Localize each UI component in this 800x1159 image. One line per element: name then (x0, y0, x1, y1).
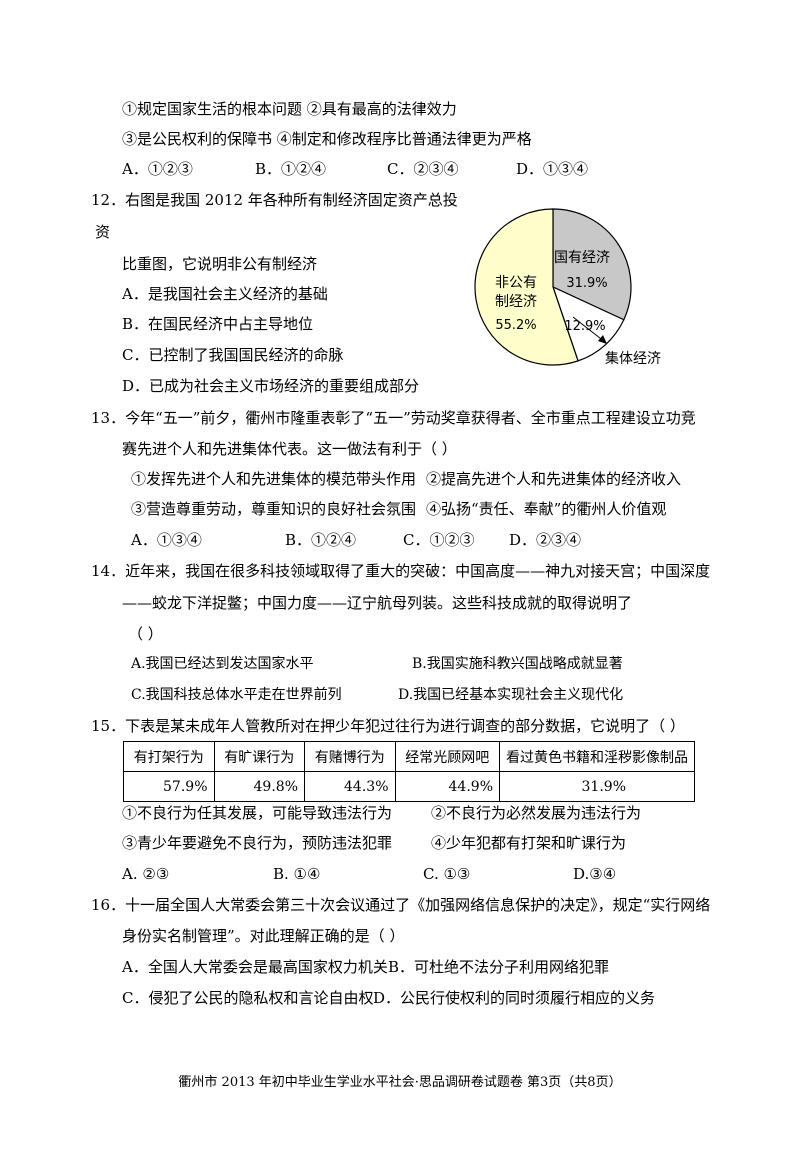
leader-line (572, 316, 606, 343)
q15-item-1: ①不良行为任其发展，可能导致违法行为 (122, 804, 393, 822)
q14-option-a: A.我国已经达到发达国家水平 (131, 656, 314, 672)
pie-slice (551, 285, 625, 362)
table-value-row: 57.9% 49.8% 44.3% 44.9% 31.9% (123, 771, 695, 802)
table-cell: 57.9% (123, 771, 215, 802)
q16-option-c: C．侵犯了公民的隐私权和言论自由权 (122, 989, 374, 1007)
slice-value: 55.2% (495, 318, 536, 333)
q15-item-3: ③青少年要避免不良行为，预防违法犯罪 (122, 834, 393, 852)
q16-stem-line2: 身份实名制管理”。对此理解正确的是（ ） (122, 927, 405, 945)
q12-stem-line3: 比重图，它说明非公有制经济 (122, 255, 318, 273)
q16-option-d: D．公民行使权利的同时须履行相应的义务 (373, 989, 656, 1007)
q13-item-1: ①发挥先进个人和先进集体的模范带头作用 (131, 470, 417, 488)
q15-stem: 15．下表是某未成年人管教所对在押少年犯过往行为进行调查的部分数据，它说明了（ … (91, 717, 685, 735)
q11-option-a: A．①②③ (122, 160, 193, 178)
q12-option-b: B．在国民经济中占主导地位 (122, 315, 314, 333)
q15-item-2: ②不良行为必然发展为违法行为 (431, 804, 642, 822)
q13-stem-line1: 13．今年“五一”前夕，衢州市隆重表彰了“五一”劳动奖章获得者、全市重点工程建设… (91, 409, 696, 427)
q15-option-d: D.③④ (573, 865, 617, 883)
q13-option-d: D．②③④ (509, 531, 582, 549)
q11-statements-line2: ③是公民权利的保障书 ④制定和修改程序比普通法律更为严格 (122, 130, 532, 148)
q14-option-b: B.我国实施科教兴国战略成就显著 (412, 656, 623, 672)
q16-option-b: B．可杜绝不法分子利用网络犯罪 (388, 958, 610, 976)
pie-slice (552, 208, 632, 321)
q13-option-a: A．①③④ (131, 531, 202, 549)
q12-stem-line2: 资 (95, 223, 111, 241)
slice-value: 31.9% (566, 276, 607, 291)
survey-table: 有打架行为 有旷课行为 有赌博行为 经常光顾网吧 看过黄色书籍和淫秽影像制品 5… (123, 741, 695, 802)
q11-statements-line1: ①规定国家生活的根本问题 ②具有最高的法律效力 (122, 100, 457, 118)
slice-label: 制经济 (495, 294, 537, 310)
q12-stem-line1: 12．右图是我国 2012 年各种所有制经济固定资产总投 (91, 191, 458, 209)
table-cell: 44.9% (394, 771, 500, 802)
q12-option-d: D．已成为社会主义市场经济的重要组成部分 (122, 377, 420, 395)
q14-option-d: D.我国已经基本实现社会主义现代化 (398, 687, 624, 703)
q11-option-b: B．①②④ (255, 160, 327, 178)
q12-option-a: A．是我国社会主义经济的基础 (122, 285, 328, 303)
table-cell: 31.9% (499, 771, 695, 802)
q15-option-a: A. ②③ (122, 865, 170, 883)
table-header-cell: 有旷课行为 (213, 741, 305, 772)
q11-option-d: D．①③④ (516, 160, 589, 178)
table-cell: 49.8% (213, 771, 305, 802)
q13-option-b: B．①②④ (285, 531, 357, 549)
q13-item-2: ②提高先进个人和先进集体的经济收入 (426, 470, 682, 488)
q14-option-c: C.我国科技总体水平走在世界前列 (131, 687, 342, 703)
table-header-cell: 有赌博行为 (304, 741, 396, 772)
q14-stem-line3: （ ） (128, 625, 163, 643)
q14-stem-line1: 14．近年来，我国在很多科技领域取得了重大的突破：中国高度——神九对接天宫；中国… (91, 562, 711, 580)
q13-option-c: C．①②③ (403, 531, 475, 549)
slice-value: 12.9% (564, 319, 605, 334)
q13-item-3: ③营造尊重劳动，尊重知识的良好社会氛围 (131, 500, 417, 518)
q12-option-c: C．已控制了我国国民经济的命脉 (122, 346, 344, 364)
page-footer: 衢州市 2013 年初中毕业生学业水平社会·思品调研卷试题卷 第3页（共8页） (178, 1075, 622, 1090)
q15-item-4: ④少年犯都有打架和旷课行为 (431, 834, 627, 852)
table-header-cell: 有打架行为 (123, 741, 215, 772)
slice-label: 国有经济 (554, 250, 610, 266)
q13-item-4: ④弘扬“责任、奉献”的衢州人价值观 (426, 500, 667, 518)
q15-option-c: C. ①③ (423, 865, 471, 883)
q14-stem-line2: ——蛟龙下洋捉鳖；中国力度——辽宁航母列装。这些科技成就的取得说明了 (122, 594, 633, 612)
q16-option-a: A．全国人大常委会是最高国家权力机关 (122, 958, 388, 976)
table-header-cell: 经常光顾网吧 (394, 741, 500, 772)
pie-slice (474, 208, 579, 366)
table-header-cell: 看过黄色书籍和淫秽影像制品 (499, 741, 695, 772)
slice-label: 非公有 (495, 275, 537, 291)
q15-option-b: B. ①④ (273, 865, 321, 883)
q11-option-c: C．②③④ (387, 160, 459, 178)
q13-stem-line2: 赛先进个人和先进集体代表。这一做法有利于（ ） (122, 440, 457, 458)
table-cell: 44.3% (304, 771, 396, 802)
arrow-head-icon (598, 335, 607, 344)
slice-label: 集体经济 (605, 350, 661, 367)
table-header-row: 有打架行为 有旷课行为 有赌博行为 经常光顾网吧 看过黄色书籍和淫秽影像制品 (123, 741, 695, 772)
q16-stem-line1: 16．十一届全国人大常委会第三十次会议通过了《加强网络信息保护的决定》，规定“实… (91, 896, 711, 914)
